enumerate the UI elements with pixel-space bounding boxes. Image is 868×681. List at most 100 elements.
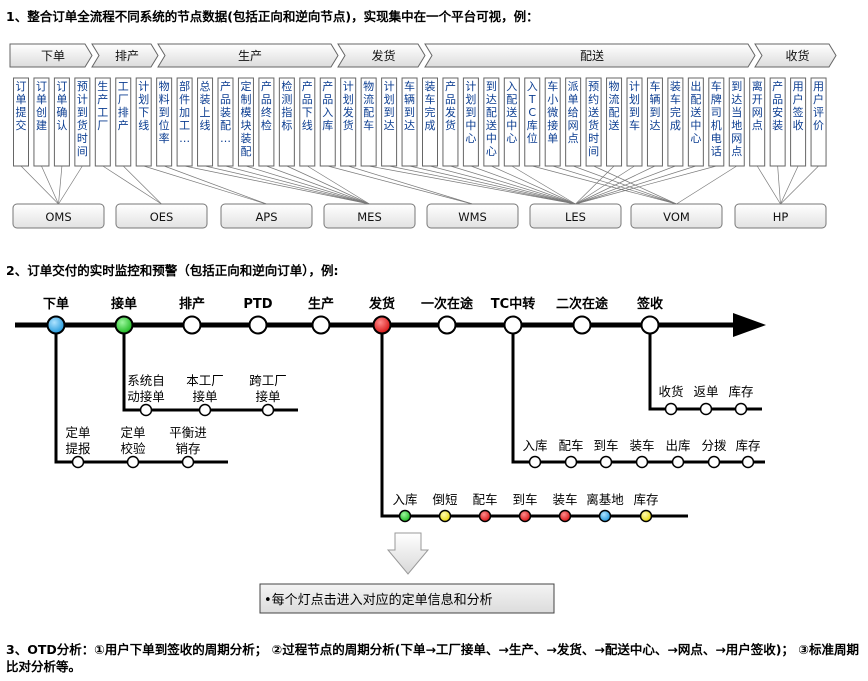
- branch-circle[interactable]: [71, 455, 85, 469]
- system-box-vom[interactable]: VOM: [630, 203, 723, 229]
- system-box[interactable]: [630, 203, 723, 229]
- system-box-hp[interactable]: HP: [734, 203, 827, 229]
- branch-item-tc[interactable]: 入库: [522, 438, 548, 469]
- stage-circle[interactable]: [572, 315, 592, 335]
- stage-circle[interactable]: [311, 315, 331, 335]
- branch-circle[interactable]: [734, 402, 748, 416]
- branch-circle[interactable]: [564, 455, 578, 469]
- node-system-link: [575, 165, 615, 205]
- branch-item-ship[interactable]: 装车: [552, 492, 578, 523]
- stage-light[interactable]: 发货: [368, 296, 395, 335]
- branch-item-ship[interactable]: 库存: [633, 492, 659, 523]
- branch-item-ship[interactable]: 到车: [512, 492, 538, 523]
- stage-circle[interactable]: [503, 315, 523, 335]
- branch-label-line: 本工厂: [186, 373, 224, 388]
- system-box-wms[interactable]: WMS: [426, 203, 519, 229]
- system-box-oms[interactable]: OMS: [12, 203, 105, 229]
- node-system-link: [348, 165, 473, 205]
- branch-circle[interactable]: [671, 455, 685, 469]
- branch-circle[interactable]: [528, 455, 542, 469]
- branch-item-tc[interactable]: 出库: [665, 438, 691, 469]
- node-char: 达: [486, 93, 497, 106]
- branch-circle[interactable]: [398, 509, 412, 523]
- stage-circle[interactable]: [248, 315, 268, 335]
- node-char: 约: [588, 93, 599, 106]
- node-system-link: [780, 165, 799, 205]
- stage-light[interactable]: PTD: [243, 297, 273, 335]
- branch-circle[interactable]: [261, 403, 275, 417]
- branch-circle[interactable]: [707, 455, 721, 469]
- branch-circle[interactable]: [598, 509, 612, 523]
- branch-item-sign[interactable]: 库存: [728, 384, 754, 416]
- system-box[interactable]: [529, 203, 622, 229]
- system-box-mes[interactable]: MES: [323, 203, 416, 229]
- stage-label: 二次在途: [556, 296, 609, 312]
- stage-circle[interactable]: [437, 315, 457, 335]
- stage-light[interactable]: 下单: [43, 296, 69, 335]
- branch-circle[interactable]: [635, 455, 649, 469]
- branch-circle[interactable]: [639, 509, 653, 523]
- branch-circle[interactable]: [139, 403, 153, 417]
- stage-light[interactable]: 一次在途: [421, 296, 474, 335]
- system-box-aps[interactable]: APS: [220, 203, 313, 229]
- stage-light[interactable]: 接单: [111, 296, 137, 335]
- branch-circle[interactable]: [699, 402, 713, 416]
- branch-item-sign[interactable]: 收货: [658, 384, 684, 416]
- branch-circle[interactable]: [558, 509, 572, 523]
- stage-light[interactable]: 二次在途: [556, 296, 609, 335]
- node-char: 送: [506, 105, 517, 119]
- branch-circle[interactable]: [198, 403, 212, 417]
- branch-item-tc[interactable]: 到车: [593, 438, 619, 469]
- system-box[interactable]: [323, 203, 416, 229]
- branch-item-ship[interactable]: 离基地: [586, 492, 624, 523]
- branch-item-ship[interactable]: 倒短: [432, 492, 458, 523]
- branch-item-ship[interactable]: 入库: [392, 492, 418, 523]
- branch-circle[interactable]: [599, 455, 613, 469]
- system-box-les[interactable]: LES: [529, 203, 622, 229]
- branch-circle[interactable]: [664, 402, 678, 416]
- branch-item-ship[interactable]: 配车: [472, 492, 498, 523]
- note-box[interactable]: •每个灯点击进入对应的定单信息和分析: [259, 583, 555, 614]
- section-heading-otd-analysis: 3、OTD分析：①用户下单到签收的周期分析； ②过程节点的周期分析(下单→工厂接…: [6, 642, 859, 674]
- stage-circle[interactable]: [372, 315, 392, 335]
- branch-item-tc[interactable]: 分拨: [701, 438, 727, 469]
- node-system-link: [491, 165, 576, 205]
- branch-circle[interactable]: [181, 455, 195, 469]
- system-box[interactable]: [115, 203, 208, 229]
- stage-circle[interactable]: [46, 315, 66, 335]
- branch-label-line: 出库: [665, 438, 690, 453]
- branch-item-tc[interactable]: 装车: [629, 438, 655, 469]
- stage-circle[interactable]: [114, 315, 134, 335]
- branch-circle[interactable]: [741, 455, 755, 469]
- stage-light[interactable]: TC中转: [491, 296, 535, 335]
- branch-item-sign[interactable]: 返单: [693, 384, 719, 416]
- system-box[interactable]: [426, 203, 519, 229]
- branch-circle[interactable]: [518, 509, 532, 523]
- stage-circle[interactable]: [640, 315, 660, 335]
- stage-light[interactable]: 生产: [308, 296, 334, 335]
- node-char: 工: [179, 119, 190, 132]
- system-box-oes[interactable]: OES: [115, 203, 208, 229]
- system-box[interactable]: [220, 203, 313, 229]
- branch-circle[interactable]: [438, 509, 452, 523]
- branch-item-tc[interactable]: 库存: [735, 438, 761, 469]
- node-char: 机: [711, 118, 722, 132]
- node-char: 划: [138, 93, 149, 106]
- stage-light[interactable]: 签收: [636, 296, 664, 335]
- note-box-frame[interactable]: [259, 583, 555, 614]
- stage-circle[interactable]: [182, 315, 202, 335]
- system-box[interactable]: [734, 203, 827, 229]
- node-system-link: [58, 165, 63, 205]
- branch-circle[interactable]: [478, 509, 492, 523]
- branch-item-tc[interactable]: 配车: [558, 438, 584, 469]
- system-box[interactable]: [12, 203, 105, 229]
- branch-circle[interactable]: [126, 455, 140, 469]
- stage-light[interactable]: 排产: [179, 296, 205, 335]
- node-char: 成: [425, 119, 436, 132]
